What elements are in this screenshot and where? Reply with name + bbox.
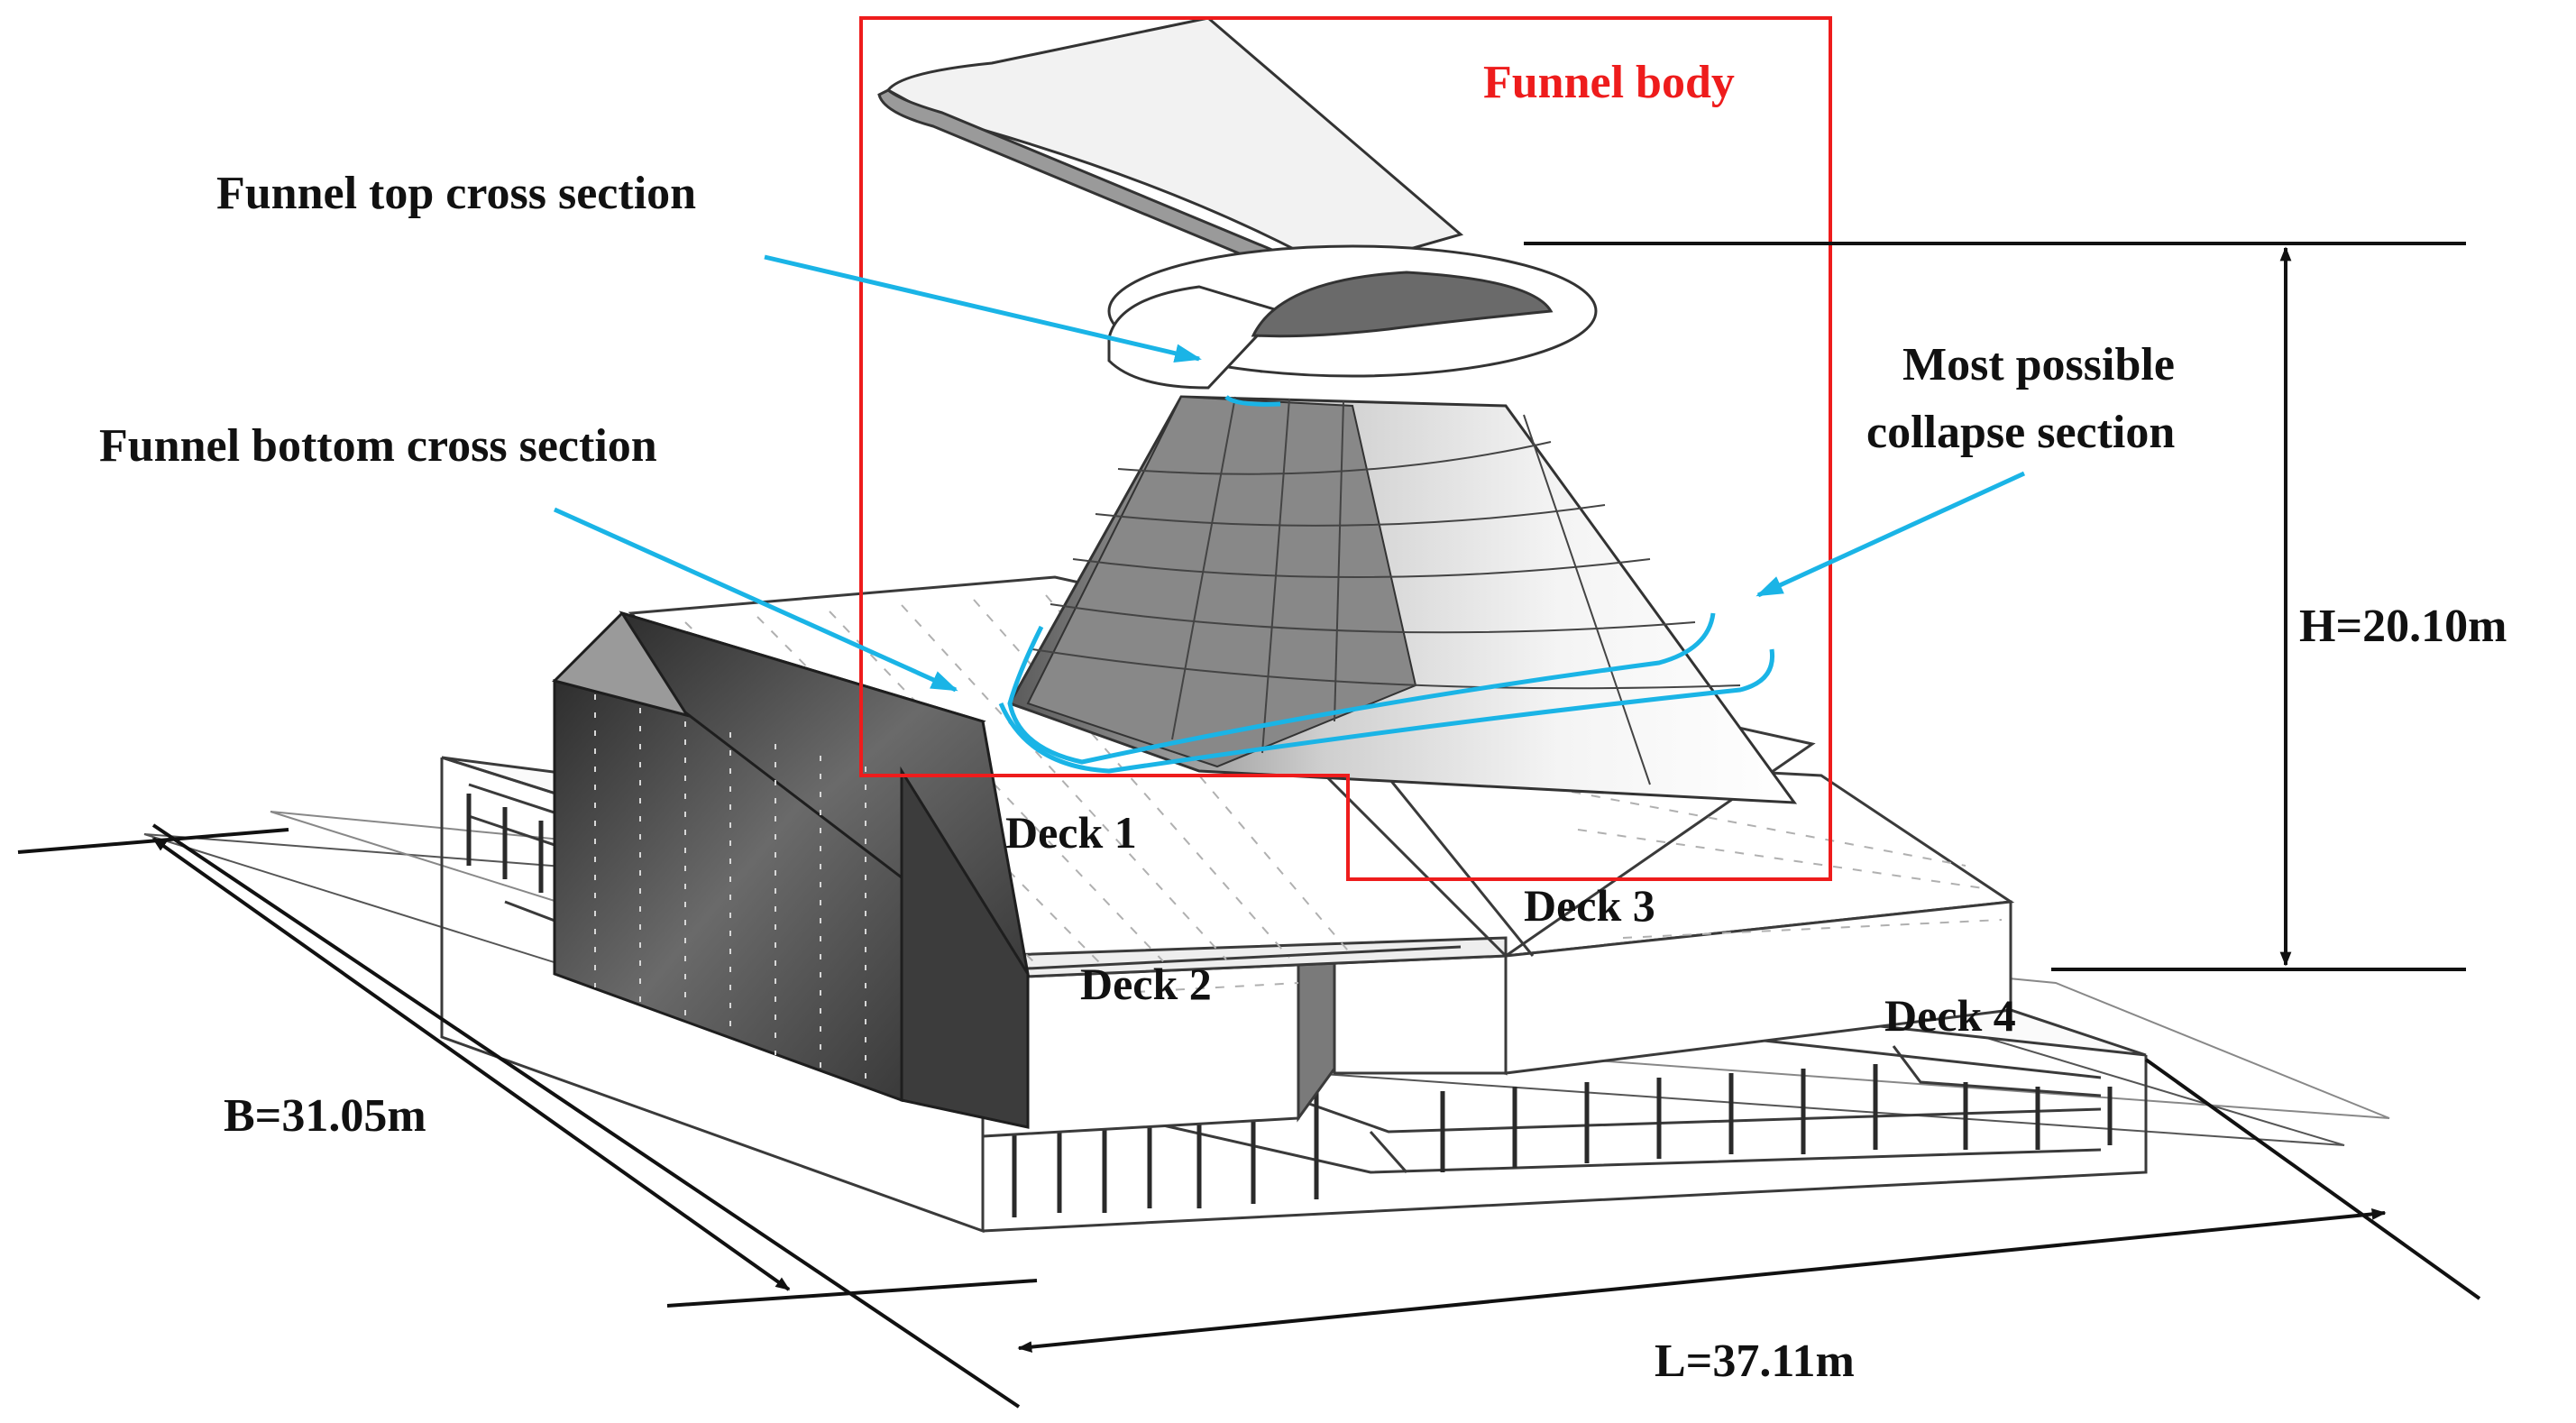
funnel-ribs bbox=[1031, 396, 1741, 785]
deck-1-label: Deck 1 bbox=[1005, 807, 1137, 858]
funnel-cone bbox=[1007, 395, 1798, 804]
deck-3-label: Deck 3 bbox=[1524, 880, 1655, 931]
breadth-dimension-arrow bbox=[151, 837, 791, 1291]
length-dimension-arrow bbox=[1017, 1208, 2387, 1353]
arrow-collapse-section bbox=[1756, 471, 2026, 598]
funnel-top-cross-section-label: Funnel top cross section bbox=[216, 168, 697, 219]
collapse-section-label-line-1: Most possible bbox=[1902, 339, 2175, 390]
cross-section-curves bbox=[998, 395, 1775, 774]
funnel-top bbox=[877, 16, 1598, 390]
leader-arrows bbox=[553, 254, 2026, 693]
deck-2-label: Deck 2 bbox=[1080, 959, 1212, 1009]
deck-4-label: Deck 4 bbox=[1884, 990, 2016, 1041]
height-dimension-label: H=20.10m bbox=[2299, 601, 2507, 652]
funnel-bottom-cross-section-label: Funnel bottom cross section bbox=[99, 420, 657, 472]
length-dimension-label: L=37.11m bbox=[1655, 1336, 1855, 1387]
collapse-section-label-line-2: collapse section bbox=[1866, 407, 2176, 458]
dimension-lines bbox=[17, 242, 2481, 1409]
breadth-dimension-label: B=31.05m bbox=[224, 1090, 426, 1142]
arrow-bottom-cross-section bbox=[553, 507, 958, 693]
funnel-body-label: Funnel body bbox=[1483, 57, 1735, 108]
arrow-top-cross-section bbox=[764, 254, 1202, 363]
funnel-body-box bbox=[859, 16, 1832, 881]
